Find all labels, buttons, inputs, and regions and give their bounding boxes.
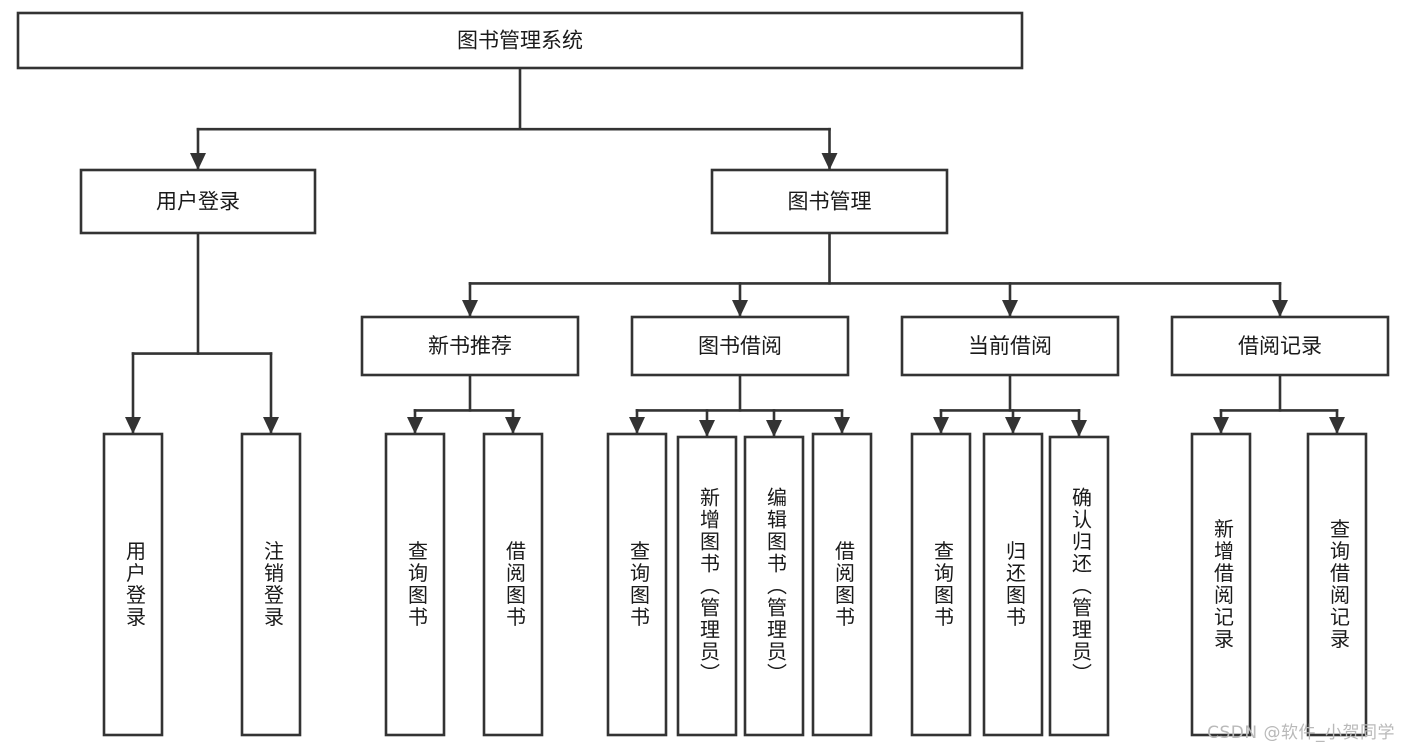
node-box-leaf-add-record xyxy=(1190,432,1252,737)
arrow-head-icon xyxy=(190,153,206,170)
node-leaf-logout[interactable]: 注销登录 xyxy=(240,432,302,737)
node-layer: 图书管理系统用户登录图书管理新书推荐图书借阅当前借阅借阅记录用户登录注销登录查询… xyxy=(16,11,1390,737)
node-leaf-return-book[interactable]: 归还图书 xyxy=(982,432,1044,737)
arrow-head-icon xyxy=(505,417,521,434)
node-leaf-add-book[interactable]: 新增图书（管理员） xyxy=(676,435,738,737)
arrow-head-icon xyxy=(263,417,279,434)
node-box-leaf-edit-book xyxy=(743,435,805,737)
arrow-head-icon xyxy=(1329,417,1345,434)
arrow-head-icon xyxy=(1272,300,1288,317)
node-label-newbook: 新书推荐 xyxy=(428,334,512,358)
node-leaf-query-book-2[interactable]: 查询图书 xyxy=(606,432,668,737)
node-label-leaf-logout: 注销登录 xyxy=(261,540,285,628)
node-label-leaf-query-record: 查询借阅记录 xyxy=(1327,518,1351,650)
node-borrow[interactable]: 图书借阅 xyxy=(630,315,850,377)
node-label-leaf-query-book-3: 查询图书 xyxy=(931,540,955,628)
node-label-current: 当前借阅 xyxy=(968,334,1052,358)
arrow-head-icon xyxy=(407,417,423,434)
node-label-records: 借阅记录 xyxy=(1238,334,1322,358)
node-box-leaf-borrow-book-2 xyxy=(811,432,873,737)
node-box-leaf-confirm-return xyxy=(1048,435,1110,737)
node-box-root xyxy=(16,11,1024,70)
node-label-leaf-return-book: 归还图书 xyxy=(1003,540,1027,628)
node-current[interactable]: 当前借阅 xyxy=(900,315,1120,377)
arrow-head-icon xyxy=(1002,300,1018,317)
node-label-leaf-borrow-book-1: 借阅图书 xyxy=(503,540,527,628)
node-box-leaf-add-book xyxy=(676,435,738,737)
node-box-leaf-query-book-2 xyxy=(606,432,668,737)
node-leaf-query-book-1[interactable]: 查询图书 xyxy=(384,432,446,737)
node-bookmgmt[interactable]: 图书管理 xyxy=(710,168,949,235)
node-box-leaf-query-book-3 xyxy=(910,432,972,737)
arrow-head-icon xyxy=(1071,420,1087,437)
node-label-login: 用户登录 xyxy=(156,190,240,214)
node-box-bookmgmt xyxy=(710,168,949,235)
node-label-leaf-query-book-1: 查询图书 xyxy=(405,540,429,628)
connector-layer xyxy=(125,66,1345,439)
node-leaf-query-book-3[interactable]: 查询图书 xyxy=(910,432,972,737)
arrow-head-icon xyxy=(629,417,645,434)
node-box-borrow xyxy=(630,315,850,377)
node-box-login xyxy=(79,168,317,235)
arrow-head-icon xyxy=(834,417,850,434)
arrow-head-icon xyxy=(699,420,715,437)
node-box-leaf-logout xyxy=(240,432,302,737)
node-newbook[interactable]: 新书推荐 xyxy=(360,315,580,377)
node-box-newbook xyxy=(360,315,580,377)
node-label-leaf-confirm-return: 确认归还（管理员） xyxy=(1069,487,1093,685)
node-leaf-borrow-book-1[interactable]: 借阅图书 xyxy=(482,432,544,737)
node-records[interactable]: 借阅记录 xyxy=(1170,315,1390,377)
node-label-leaf-user-login: 用户登录 xyxy=(123,541,147,629)
node-box-records xyxy=(1170,315,1390,377)
node-box-leaf-borrow-book-1 xyxy=(482,432,544,737)
node-box-leaf-return-book xyxy=(982,432,1044,737)
node-label-bookmgmt: 图书管理 xyxy=(788,190,872,214)
node-label-borrow: 图书借阅 xyxy=(698,334,782,358)
node-login[interactable]: 用户登录 xyxy=(79,168,317,235)
node-label-leaf-add-book: 新增图书（管理员） xyxy=(697,487,721,685)
arrow-head-icon xyxy=(732,300,748,317)
node-label-leaf-query-book-2: 查询图书 xyxy=(627,540,651,628)
node-box-current xyxy=(900,315,1120,377)
arrow-head-icon xyxy=(821,153,838,170)
arrow-head-icon xyxy=(766,420,782,437)
node-root[interactable]: 图书管理系统 xyxy=(16,11,1024,70)
node-box-leaf-user-login xyxy=(102,432,164,737)
node-box-leaf-query-book-1 xyxy=(384,432,446,737)
node-leaf-edit-book[interactable]: 编辑图书（管理员） xyxy=(743,435,805,737)
node-label-leaf-borrow-book-2: 借阅图书 xyxy=(832,540,856,628)
node-leaf-add-record[interactable]: 新增借阅记录 xyxy=(1190,432,1252,737)
arrow-head-icon xyxy=(462,300,478,317)
node-leaf-borrow-book-2[interactable]: 借阅图书 xyxy=(811,432,873,737)
node-leaf-user-login[interactable]: 用户登录 xyxy=(102,432,164,737)
node-label-root: 图书管理系统 xyxy=(457,29,583,53)
node-label-leaf-add-record: 新增借阅记录 xyxy=(1211,518,1235,650)
node-leaf-confirm-return[interactable]: 确认归还（管理员） xyxy=(1048,435,1110,737)
node-box-leaf-query-record xyxy=(1306,432,1368,737)
arrow-head-icon xyxy=(125,417,141,434)
arrow-head-icon xyxy=(933,417,949,434)
node-label-leaf-edit-book: 编辑图书（管理员） xyxy=(764,487,788,685)
arrow-head-icon xyxy=(1213,417,1229,434)
node-leaf-query-record[interactable]: 查询借阅记录 xyxy=(1306,432,1368,737)
arrow-head-icon xyxy=(1005,417,1021,434)
